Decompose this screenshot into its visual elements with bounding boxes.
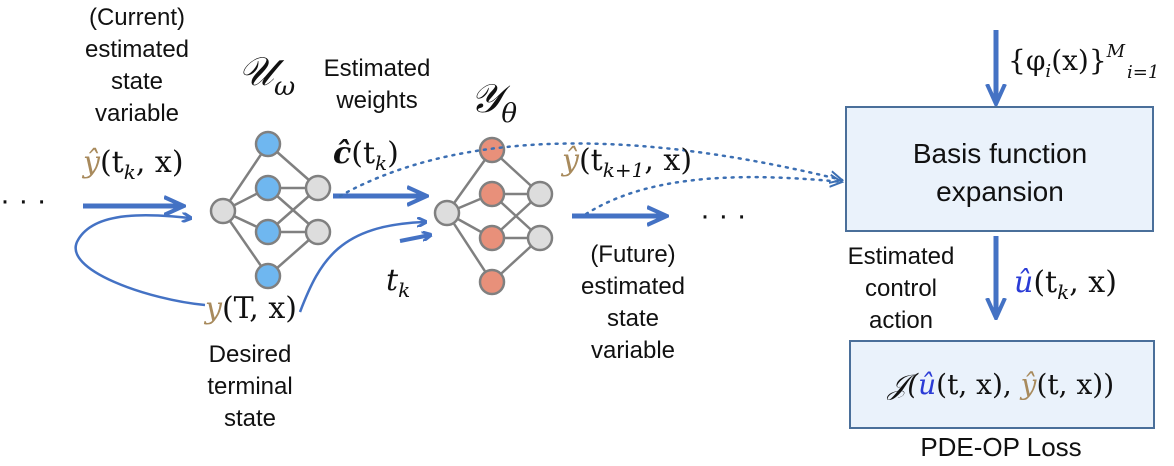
loss-box — [849, 340, 1155, 429]
basis-box-line1: Basis function — [913, 138, 1087, 169]
tk-math: tk — [386, 263, 410, 302]
network-y-edges — [445, 149, 541, 283]
svg-text:state: state — [111, 68, 163, 95]
u-hat-tk-math: û(tk, x) — [1014, 265, 1117, 304]
y-hat-tk-math: ŷ(tk, x) — [81, 145, 184, 184]
svg-text:action: action — [869, 307, 933, 334]
y-hat-symbol: ŷ — [81, 145, 101, 180]
svg-text:state: state — [224, 405, 276, 432]
y-hat-tk1-math: ŷ(tk+1, x) — [560, 143, 692, 182]
y-output-node-1 — [526, 180, 554, 208]
current-state-label: (Current) estimated state variable — [85, 4, 189, 127]
terminal-to-y-curve — [298, 222, 425, 313]
svg-text:variable: variable — [95, 100, 179, 127]
future-state-label: (Future) estimated state variable — [581, 241, 685, 364]
ellipsis-right: · · · — [700, 199, 747, 232]
svg-text:Estimated: Estimated — [848, 243, 955, 270]
c-hat-math: ĉ(tk) — [333, 136, 399, 175]
u-output-node-1 — [304, 174, 332, 202]
basis-expansion-box — [845, 106, 1154, 232]
u-omega-label: 𝒰ω — [238, 49, 295, 102]
y-output-node-2 — [526, 224, 554, 252]
desired-terminal-label: Desired terminal state — [207, 341, 292, 432]
dotted-weights-to-basis — [338, 142, 842, 198]
svg-text:weights: weights — [335, 87, 417, 114]
y-hidden-node-4 — [478, 268, 506, 296]
u-hidden-node-3 — [254, 218, 282, 246]
feedback-curve — [74, 215, 206, 307]
svg-text:terminal: terminal — [207, 373, 292, 400]
u-input-node — [209, 197, 237, 225]
ellipsis-left: · · · — [0, 184, 47, 217]
basis-box-line2: expansion — [936, 176, 1064, 207]
estimated-weights-label: Estimated weights — [324, 55, 431, 114]
dotted-state-to-basis — [584, 177, 842, 216]
loss-math: 𝒥(û(t, x), ŷ(t, x)) — [886, 368, 1114, 401]
u-hidden-node-2 — [254, 174, 282, 202]
svg-text:Estimated: Estimated — [324, 55, 431, 82]
y-terminal-math: y(T, x) — [203, 291, 297, 326]
y-hidden-node-1 — [478, 136, 506, 164]
svg-text:state: state — [607, 305, 659, 332]
svg-text:variable: variable — [591, 337, 675, 364]
svg-text:estimated: estimated — [581, 273, 685, 300]
y-hidden-node-3 — [478, 224, 506, 252]
svg-text:(Future): (Future) — [590, 241, 675, 268]
network-u — [209, 130, 332, 290]
y-theta-label: 𝒴θ — [470, 76, 517, 129]
network-y — [433, 136, 554, 296]
svg-text:estimated: estimated — [85, 36, 189, 63]
u-hidden-node-1 — [254, 130, 282, 158]
tk-arrow — [399, 235, 430, 243]
estimated-control-label: Estimated control action — [848, 243, 955, 334]
loss-caption: PDE-OP Loss — [920, 432, 1081, 462]
svg-text:Desired: Desired — [209, 341, 292, 368]
basis-functions-sub: i=1 — [1127, 62, 1159, 83]
svg-text:control: control — [865, 275, 937, 302]
y-input-node — [433, 199, 461, 227]
y-hidden-node-2 — [478, 180, 506, 208]
network-u-edges — [221, 143, 319, 277]
svg-text:(Current): (Current) — [89, 4, 185, 31]
u-hidden-node-4 — [254, 262, 282, 290]
u-output-node-2 — [304, 218, 332, 246]
basis-functions-math: {φi(x)}M — [1008, 41, 1126, 82]
